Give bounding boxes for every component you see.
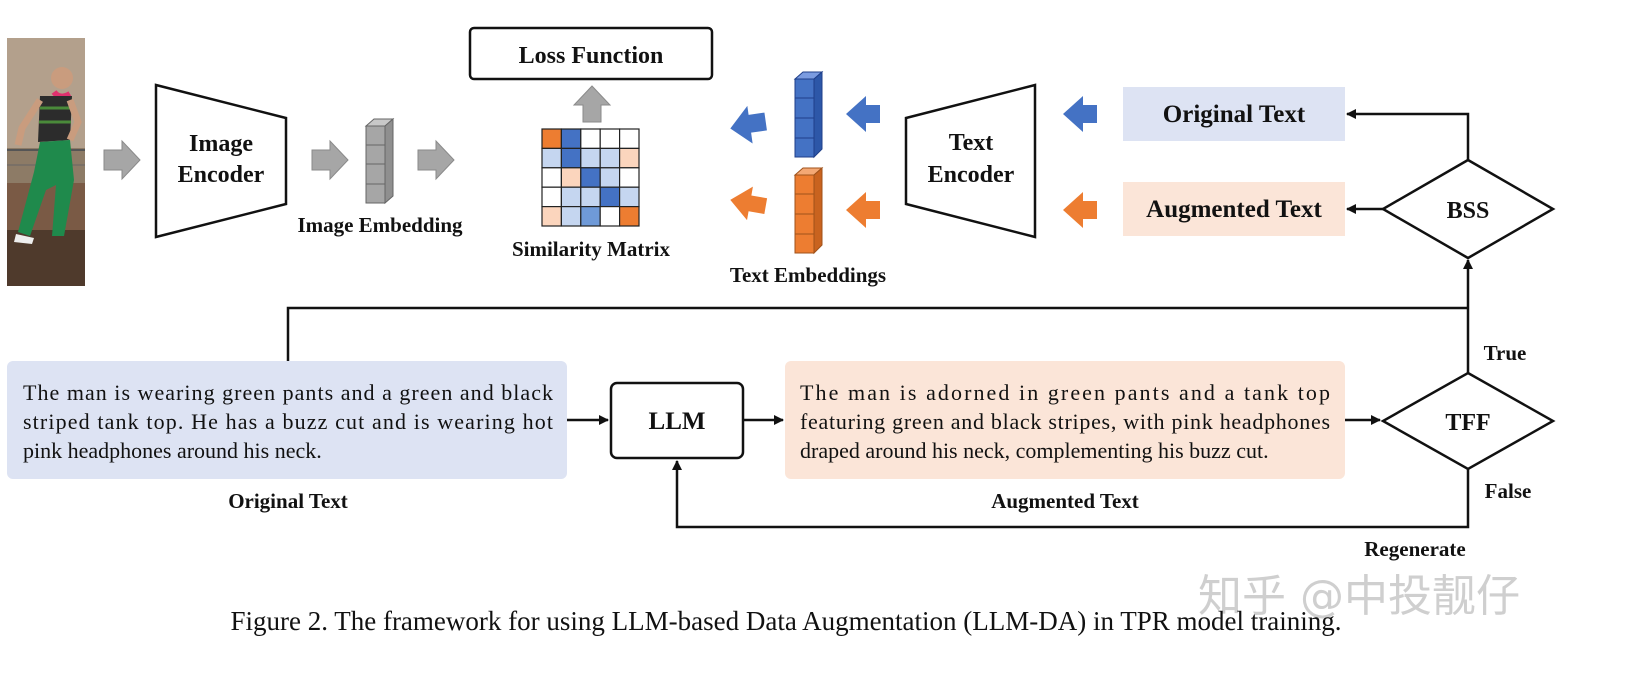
similarity-cell [560, 186, 582, 208]
orange-arrow-text-to-encoder [1063, 192, 1097, 228]
original-text-box-label: Original Text [1163, 101, 1306, 128]
original-text-paragraph: The man is wearing green pants and a gre… [7, 361, 567, 479]
similarity-cell [599, 206, 621, 227]
orange-arrow-encoder-to-embedding [846, 192, 880, 228]
similarity-cell [541, 186, 562, 208]
similarity-cell [599, 147, 621, 169]
edge-tff-regenerate-to-llm [672, 460, 1470, 529]
similarity-cell [599, 186, 621, 208]
image-encoder-label-1: Image [189, 131, 253, 157]
original-text-line-3: pink headphones around his neck. [23, 438, 322, 463]
blue-arrow-encoder-to-embedding [846, 96, 880, 132]
similarity-cell [541, 128, 562, 149]
regenerate-label: Regenerate [1364, 537, 1465, 561]
image-encoder: Image Encoder [154, 83, 288, 239]
similarity-cell [618, 186, 640, 208]
similarity-cell [560, 206, 582, 227]
similarity-cell [580, 128, 601, 149]
figure-caption: Figure 2. The framework for using LLM-ba… [230, 606, 1341, 636]
augmented-text-line-1: The man is adorned in green pants and a … [800, 380, 1330, 405]
image-encoder-label-2: Encoder [178, 162, 265, 188]
similarity-cell [599, 128, 621, 149]
text-embeddings-label: Text Embeddings [730, 263, 886, 287]
augmented-text-paragraph: The man is adorned in green pants and a … [785, 361, 1345, 479]
edge-bss-to-original [1346, 109, 1470, 160]
similarity-cell [618, 147, 640, 169]
similarity-cell [541, 167, 562, 188]
gray-arrow-photo-to-encoder [103, 139, 141, 181]
similarity-cell [580, 206, 601, 227]
augmented-text-line-2: featuring green and black stripes, with … [800, 409, 1330, 434]
tff-diamond: TFF [1380, 371, 1556, 471]
llm-label: LLM [649, 408, 706, 435]
image-embedding-label: Image Embedding [297, 213, 463, 237]
original-text-box: Original Text [1123, 87, 1345, 141]
augmented-text-box-label: Augmented Text [1146, 196, 1322, 223]
text-encoder: Text Encoder [904, 83, 1037, 239]
augmented-text-line-3: draped around his neck, complementing hi… [800, 438, 1269, 463]
original-text-caption: Original Text [228, 489, 348, 513]
gray-arrow-encoder-to-embedding [311, 139, 349, 181]
watermark: 知乎 @中投靓仔 [1198, 571, 1520, 622]
similarity-cell [618, 128, 640, 149]
augmented-text-box: Augmented Text [1123, 182, 1345, 236]
similarity-matrix-label: Similarity Matrix [512, 237, 671, 261]
text-encoder-label-1: Text [949, 130, 993, 156]
bss-label: BSS [1447, 198, 1490, 224]
blue-arrow-embedding-to-matrix [730, 105, 767, 144]
true-label: True [1484, 341, 1527, 365]
similarity-cell [580, 167, 601, 188]
similarity-cell [618, 167, 640, 188]
gray-arrow-embedding-to-matrix [417, 139, 455, 181]
augmented-text-caption: Augmented Text [991, 489, 1139, 513]
edge-original-to-bss [286, 306, 1468, 361]
false-label: False [1485, 479, 1532, 503]
orange-arrow-embedding-to-matrix [730, 186, 768, 221]
blue-arrow-text-to-encoder [1063, 96, 1097, 132]
gray-arrow-matrix-to-loss [572, 85, 612, 123]
bss-diamond: BSS [1380, 158, 1556, 260]
similarity-matrix [541, 128, 640, 227]
similarity-cell [541, 206, 562, 227]
similarity-cell [560, 147, 582, 169]
text-embedding-orange-cube [793, 166, 824, 255]
similarity-cell [618, 206, 640, 227]
image-embedding-cube [364, 117, 395, 205]
text-embedding-blue-cube [793, 70, 824, 159]
loss-function-label: Loss Function [519, 43, 664, 69]
person-photo [7, 38, 85, 286]
original-text-line-2: striped tank top. He has a buzz cut and … [23, 409, 553, 434]
text-encoder-label-2: Encoder [928, 162, 1015, 188]
similarity-cell [541, 147, 562, 169]
loss-function-box: Loss Function [468, 26, 714, 81]
tff-label: TFF [1445, 410, 1490, 436]
similarity-cell [560, 128, 582, 149]
original-text-line-1: The man is wearing green pants and a gre… [23, 380, 553, 405]
llm-box: LLM [609, 381, 745, 460]
similarity-cell [580, 186, 601, 208]
similarity-cell [599, 167, 621, 188]
similarity-cell [560, 167, 582, 188]
similarity-cell [580, 147, 601, 169]
